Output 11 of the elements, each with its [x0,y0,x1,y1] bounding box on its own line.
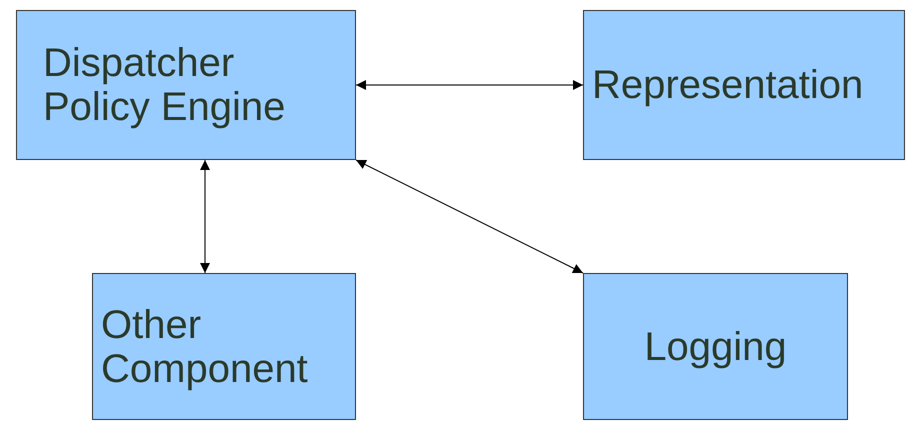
component-box [583,273,848,420]
component-box [16,10,356,160]
double-arrow [356,160,584,274]
component-label: Dispatcher Policy Engine [43,41,286,129]
double-arrow [356,80,584,90]
component-box [92,273,356,420]
double-arrow [200,160,210,274]
component-label: Logging [644,324,787,368]
component-label: Representation [592,63,864,107]
component-label: Other Component [101,302,309,390]
component-box [583,10,905,160]
